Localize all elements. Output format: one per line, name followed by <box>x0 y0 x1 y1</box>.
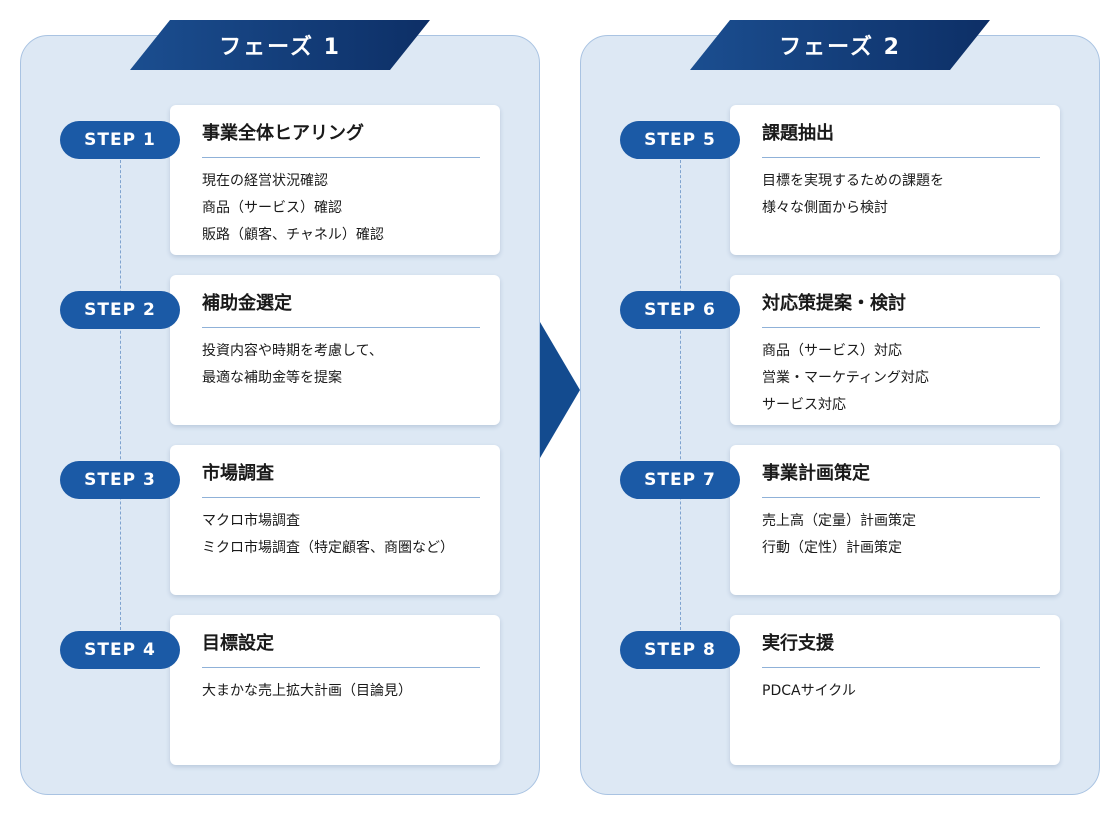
step-8-card: 実行支援 PDCAサイクル <box>730 615 1060 765</box>
step-2-pill: STEP 2 <box>60 291 180 329</box>
step-1-pill: STEP 1 <box>60 121 180 159</box>
step-7-line: 行動（定性）計画策定 <box>762 540 902 556</box>
step-4: STEP 4 目標設定 大まかな売上拡大計画（目論見） <box>60 615 540 765</box>
phase-1-connector <box>120 150 121 630</box>
step-5-line: 様々な側面から検討 <box>762 200 888 216</box>
phase-1-label: フェーズ 1 <box>219 35 341 60</box>
step-6-card: 対応策提案・検討 商品（サービス）対応 営業・マーケティング対応 サービス対応 <box>730 275 1060 425</box>
step-7-title: 事業計画策定 <box>762 459 1040 498</box>
step-7-card: 事業計画策定 売上高（定量）計画策定 行動（定性）計画策定 <box>730 445 1060 595</box>
step-4-pill: STEP 4 <box>60 631 180 669</box>
phase-2-header: フェーズ 2 <box>690 20 990 70</box>
step-7-pill: STEP 7 <box>620 461 740 499</box>
step-1-line: 現在の経営状況確認 <box>202 173 328 189</box>
step-4-title: 目標設定 <box>202 629 480 668</box>
step-6-title: 対応策提案・検討 <box>762 289 1040 328</box>
step-5-card: 課題抽出 目標を実現するための課題を 様々な側面から検討 <box>730 105 1060 255</box>
step-6-line: 営業・マーケティング対応 <box>762 370 929 386</box>
step-3-title: 市場調査 <box>202 459 480 498</box>
step-1-line: 商品（サービス）確認 <box>202 200 342 216</box>
step-4-line: 大まかな売上拡大計画（目論見） <box>202 683 412 699</box>
step-6-pill: STEP 6 <box>620 291 740 329</box>
step-7-line: 売上高（定量）計画策定 <box>762 513 916 529</box>
step-7: STEP 7 事業計画策定 売上高（定量）計画策定 行動（定性）計画策定 <box>620 445 1100 595</box>
step-5-pill: STEP 5 <box>620 121 740 159</box>
phase-2-label: フェーズ 2 <box>779 35 901 60</box>
step-1-title: 事業全体ヒアリング <box>202 119 480 158</box>
step-5: STEP 5 課題抽出 目標を実現するための課題を 様々な側面から検討 <box>620 105 1100 255</box>
step-5-title: 課題抽出 <box>762 119 1040 158</box>
step-1-card: 事業全体ヒアリング 現在の経営状況確認 商品（サービス）確認 販路（顧客、チャネ… <box>170 105 500 255</box>
phase-2-connector <box>680 150 681 630</box>
step-8: STEP 8 実行支援 PDCAサイクル <box>620 615 1100 765</box>
step-2-title: 補助金選定 <box>202 289 480 328</box>
step-3: STEP 3 市場調査 マクロ市場調査 ミクロ市場調査（特定顧客、商圏など） <box>60 445 540 595</box>
step-2-card: 補助金選定 投資内容や時期を考慮して、 最適な補助金等を提案 <box>170 275 500 425</box>
step-3-pill: STEP 3 <box>60 461 180 499</box>
step-8-pill: STEP 8 <box>620 631 740 669</box>
step-3-line: マクロ市場調査 <box>202 513 300 529</box>
step-6-line: サービス対応 <box>762 397 846 413</box>
step-2-line: 最適な補助金等を提案 <box>202 370 342 386</box>
step-1: STEP 1 事業全体ヒアリング 現在の経営状況確認 商品（サービス）確認 販路… <box>60 105 540 255</box>
step-3-line: ミクロ市場調査（特定顧客、商圏など） <box>202 540 454 556</box>
step-6-line: 商品（サービス）対応 <box>762 343 902 359</box>
step-5-line: 目標を実現するための課題を <box>762 173 944 189</box>
phase-1-header: フェーズ 1 <box>130 20 430 70</box>
step-6: STEP 6 対応策提案・検討 商品（サービス）対応 営業・マーケティング対応 … <box>620 275 1100 425</box>
phase-arrow-icon <box>540 322 580 458</box>
step-1-line: 販路（顧客、チャネル）確認 <box>202 227 384 243</box>
step-2-line: 投資内容や時期を考慮して、 <box>202 343 383 359</box>
step-8-line: PDCAサイクル <box>762 683 856 699</box>
step-4-card: 目標設定 大まかな売上拡大計画（目論見） <box>170 615 500 765</box>
step-2: STEP 2 補助金選定 投資内容や時期を考慮して、 最適な補助金等を提案 <box>60 275 540 425</box>
step-8-title: 実行支援 <box>762 629 1040 668</box>
step-3-card: 市場調査 マクロ市場調査 ミクロ市場調査（特定顧客、商圏など） <box>170 445 500 595</box>
